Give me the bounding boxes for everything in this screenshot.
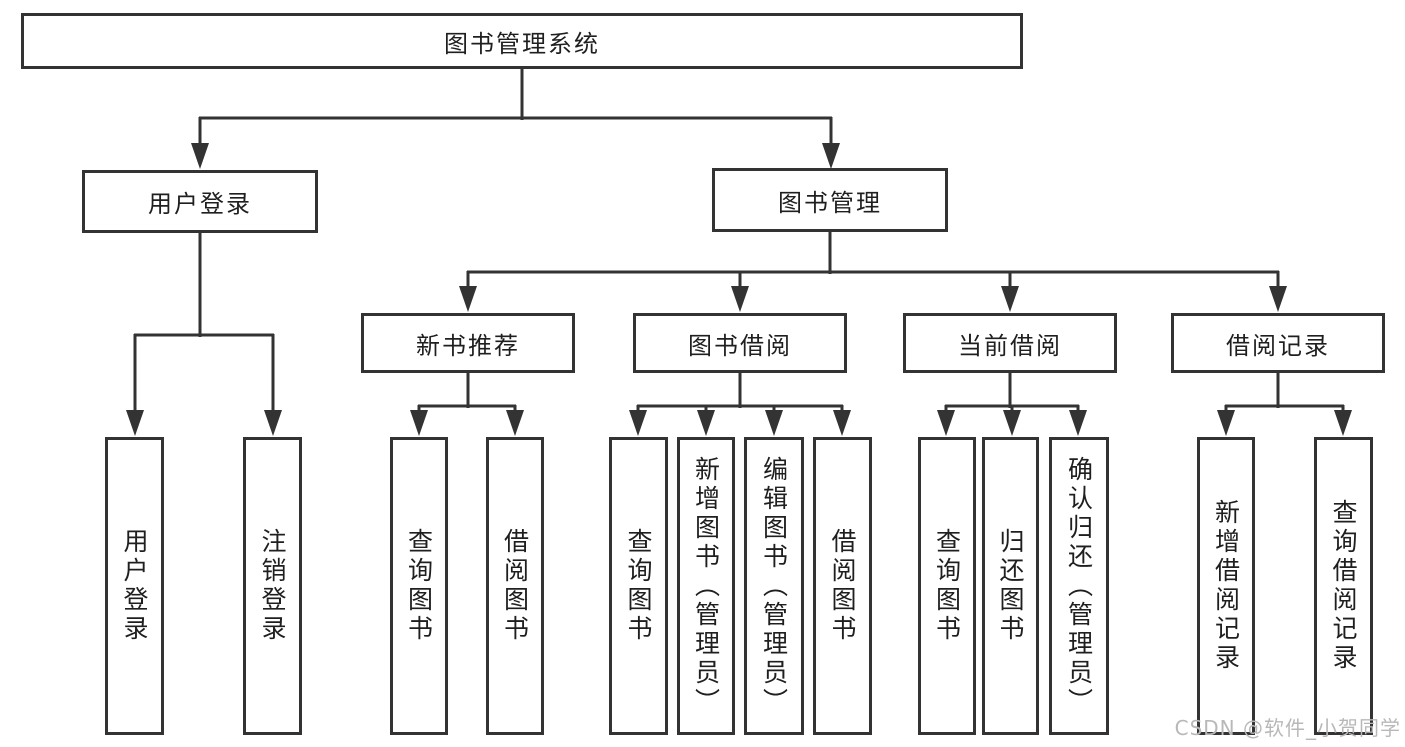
leaf-return-books: 归还图书 [982, 437, 1039, 735]
leaf-borrow-books: 借阅图书 [486, 437, 544, 735]
leaf-label: 查询借阅记录 [1329, 499, 1358, 673]
leaf-query-books: 查询图书 [609, 437, 668, 735]
leaf-label: 注销登录 [258, 528, 287, 644]
leaf-confirm-return-admin: 确认归还（管理员） [1049, 437, 1109, 735]
leaf-edit-books-admin: 编辑图书（管理员） [744, 437, 804, 735]
leaf-label: 借阅图书 [828, 528, 857, 644]
node-library-management-system: 图书管理系统 [21, 13, 1023, 69]
leaf-label: 查询图书 [404, 528, 434, 644]
leaf-query-books: 查询图书 [918, 437, 976, 735]
leaf-label: 查询图书 [624, 528, 653, 644]
leaf-logout: 注销登录 [243, 437, 302, 735]
leaf-label: 新增借阅记录 [1211, 499, 1241, 673]
node-current-borrowing: 当前借阅 [903, 313, 1117, 373]
leaf-label: 用户登录 [120, 528, 149, 644]
leaf-add-books-admin: 新增图书（管理员） [677, 437, 735, 735]
leaf-query-books: 查询图书 [390, 437, 448, 735]
leaf-query-borrow-record: 查询借阅记录 [1314, 437, 1373, 735]
csdn-watermark: CSDN @软件_小贺同学 [1174, 716, 1401, 740]
leaf-borrow-books: 借阅图书 [813, 437, 872, 735]
node-book-management: 图书管理 [712, 168, 948, 232]
leaf-label: 归还图书 [996, 528, 1025, 644]
leaf-label: 编辑图书（管理员） [759, 455, 789, 717]
node-new-book-recommend: 新书推荐 [361, 313, 575, 373]
leaf-label: 确认归还（管理员） [1064, 455, 1094, 717]
leaf-label: 新增图书（管理员） [691, 455, 721, 717]
leaf-add-borrow-record: 新增借阅记录 [1197, 437, 1255, 735]
node-borrowing-records: 借阅记录 [1171, 313, 1385, 373]
leaf-label: 借阅图书 [500, 528, 530, 644]
node-book-borrowing: 图书借阅 [633, 313, 847, 373]
leaf-label: 查询图书 [932, 528, 962, 644]
leaf-user-login: 用户登录 [105, 437, 164, 735]
node-user-login: 用户登录 [82, 170, 318, 233]
